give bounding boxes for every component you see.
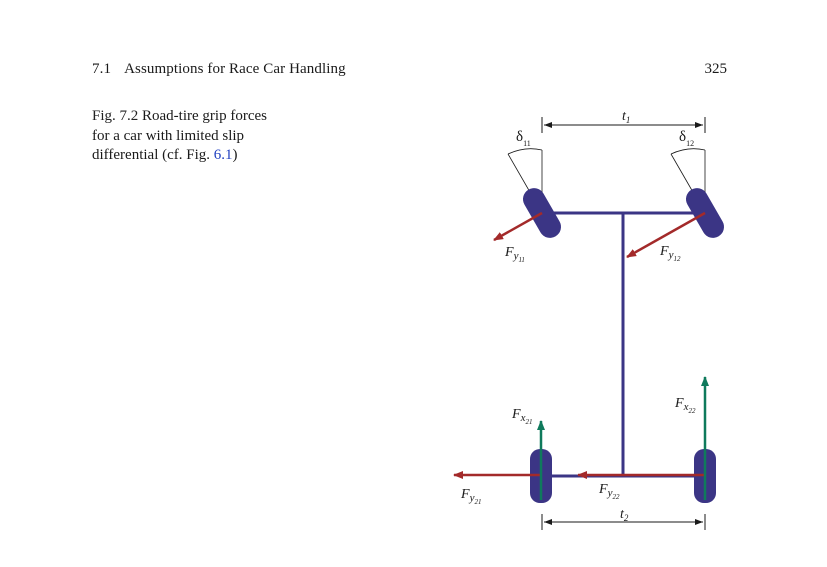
force-label-fy21: Fy21 bbox=[460, 487, 481, 506]
figure-label: Fig. 7.2 bbox=[92, 108, 139, 124]
force-label-fy22: Fy22 bbox=[598, 482, 620, 501]
track-front-dimension: t1 bbox=[541, 109, 706, 133]
chassis-frame bbox=[542, 211, 705, 478]
track-rear-dimension: t2 bbox=[541, 507, 706, 530]
force-label-fy11: Fy11 bbox=[504, 245, 525, 264]
caption-text-end: ) bbox=[232, 147, 238, 163]
caption-text: Road-tire grip forces for a car with lim… bbox=[92, 108, 267, 163]
force-label-fx21: Fx21 bbox=[511, 407, 532, 426]
section-title: Assumptions for Race Car Handling bbox=[124, 61, 346, 77]
running-header: 7.1 Assumptions for Race Car Handling bbox=[92, 61, 346, 78]
figure-caption: Fig. 7.2 Road-tire grip forces for a car… bbox=[92, 107, 272, 166]
section-number: 7.1 bbox=[92, 61, 112, 77]
force-arrow-fy11 bbox=[493, 211, 543, 242]
figure-reference-link[interactable]: 6.1 bbox=[213, 147, 233, 163]
page-number: 325 bbox=[704, 61, 728, 77]
track-front-label: t1 bbox=[622, 109, 630, 125]
force-label-fy12: Fy12 bbox=[659, 244, 681, 263]
force-label-fx22: Fx22 bbox=[674, 396, 696, 415]
steer-angle-left-label: δ11 bbox=[516, 129, 531, 148]
force-arrow-fy12 bbox=[626, 211, 706, 259]
steer-angle-right-label: δ12 bbox=[679, 129, 694, 148]
track-rear-label: t2 bbox=[620, 507, 629, 523]
